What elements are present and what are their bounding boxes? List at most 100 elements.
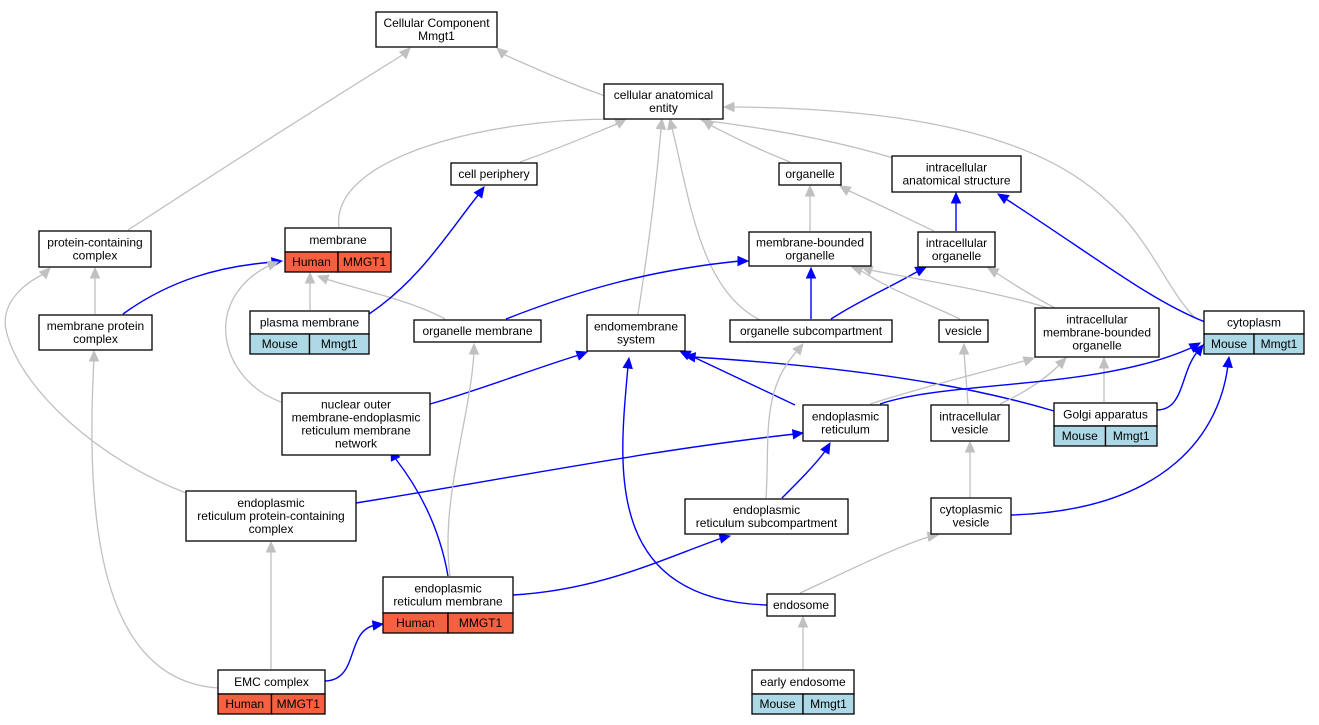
edge-orgsub-to-cae (667, 117, 761, 321)
node-box (217, 669, 326, 695)
arrowhead (718, 533, 732, 544)
edge-mpc-to-pcc (89, 266, 101, 314)
arrowhead (804, 184, 816, 197)
arrowhead (1022, 356, 1036, 367)
edge-earlyendo-to-endosome (797, 615, 809, 669)
arrowhead (737, 255, 750, 267)
edge-orgsub-to-mbo (805, 266, 817, 319)
node-box (802, 404, 889, 442)
edge-cytoplasm-to-ias (996, 193, 1206, 323)
species-label: Human (396, 616, 435, 630)
node-label: organelle membrane (422, 324, 532, 338)
arrowhead (575, 350, 589, 361)
species-label: Mouse (262, 337, 298, 351)
edge-endosome-to-endosys (622, 356, 768, 606)
node-box (917, 231, 996, 268)
gene-label: MMGT1 (277, 697, 321, 711)
species-label: Mouse (1062, 429, 1098, 443)
edge-ermem-to-ersub (512, 533, 732, 596)
gene-label: Mmgt1 (810, 697, 847, 711)
go-term-node-orgmem[interactable]: organelle membrane (413, 319, 542, 343)
node-label: EMC complex (234, 675, 309, 689)
node-box (729, 319, 893, 343)
arrowhead (791, 429, 805, 440)
node-label: membrane (309, 233, 367, 247)
node-label: cell periphery (458, 167, 529, 181)
graph-edges (4, 47, 1233, 689)
gene-tag (337, 251, 392, 273)
go-term-node-organelle[interactable]: organelle (778, 162, 842, 186)
arrowhead (371, 620, 385, 631)
arrowhead (850, 265, 864, 276)
go-term-node-endosome[interactable]: endosome (766, 593, 836, 617)
edge-ivesicle-to-imbo (999, 357, 1067, 405)
edge-cytoplasm-to-cae (722, 101, 1196, 319)
edge-cytves-to-ivesicle (964, 440, 976, 497)
edge-emc-to-ermem (324, 620, 385, 682)
node-box (413, 319, 542, 343)
node-label: cytoplasm (1227, 316, 1281, 330)
edge-nomer-to-endosys (429, 350, 589, 405)
node-box (281, 392, 431, 456)
edge-imbo-to-mbo (860, 265, 1049, 309)
arrowhead (950, 191, 962, 204)
arrowhead (996, 193, 1010, 205)
gene-label: Mmgt1 (1113, 429, 1150, 443)
go-term-node-vesicle[interactable]: vesicle (938, 319, 989, 343)
go-term-node-orgsub[interactable]: organelle subcompartment (729, 319, 893, 343)
edge-erpcc-to-pcc (4, 267, 187, 494)
arrowhead (683, 352, 697, 363)
edge-er-to-cytoplasm (879, 342, 1202, 405)
gene-tag (802, 693, 855, 715)
arrowhead (914, 266, 928, 277)
go-term-node-cellperiph[interactable]: cell periphery (450, 162, 538, 186)
species-label: Human (292, 255, 331, 269)
gene-tag (1104, 425, 1158, 447)
arrowhead (667, 117, 678, 131)
node-box (382, 576, 514, 614)
edge-orgsub-to-intraorg (830, 266, 928, 320)
gene-label: MMGT1 (459, 616, 503, 630)
node-label: plasma membrane (260, 316, 360, 330)
edge-golgi-to-endosys (683, 352, 1055, 412)
arrowhead (1188, 342, 1202, 353)
arrowhead (1222, 355, 1233, 369)
edge-ermem-to-orgmem (447, 342, 480, 577)
node-box (891, 155, 1022, 193)
edge-pcc-to-root (127, 47, 411, 231)
gene-tag (270, 693, 326, 715)
node-box (603, 83, 724, 120)
